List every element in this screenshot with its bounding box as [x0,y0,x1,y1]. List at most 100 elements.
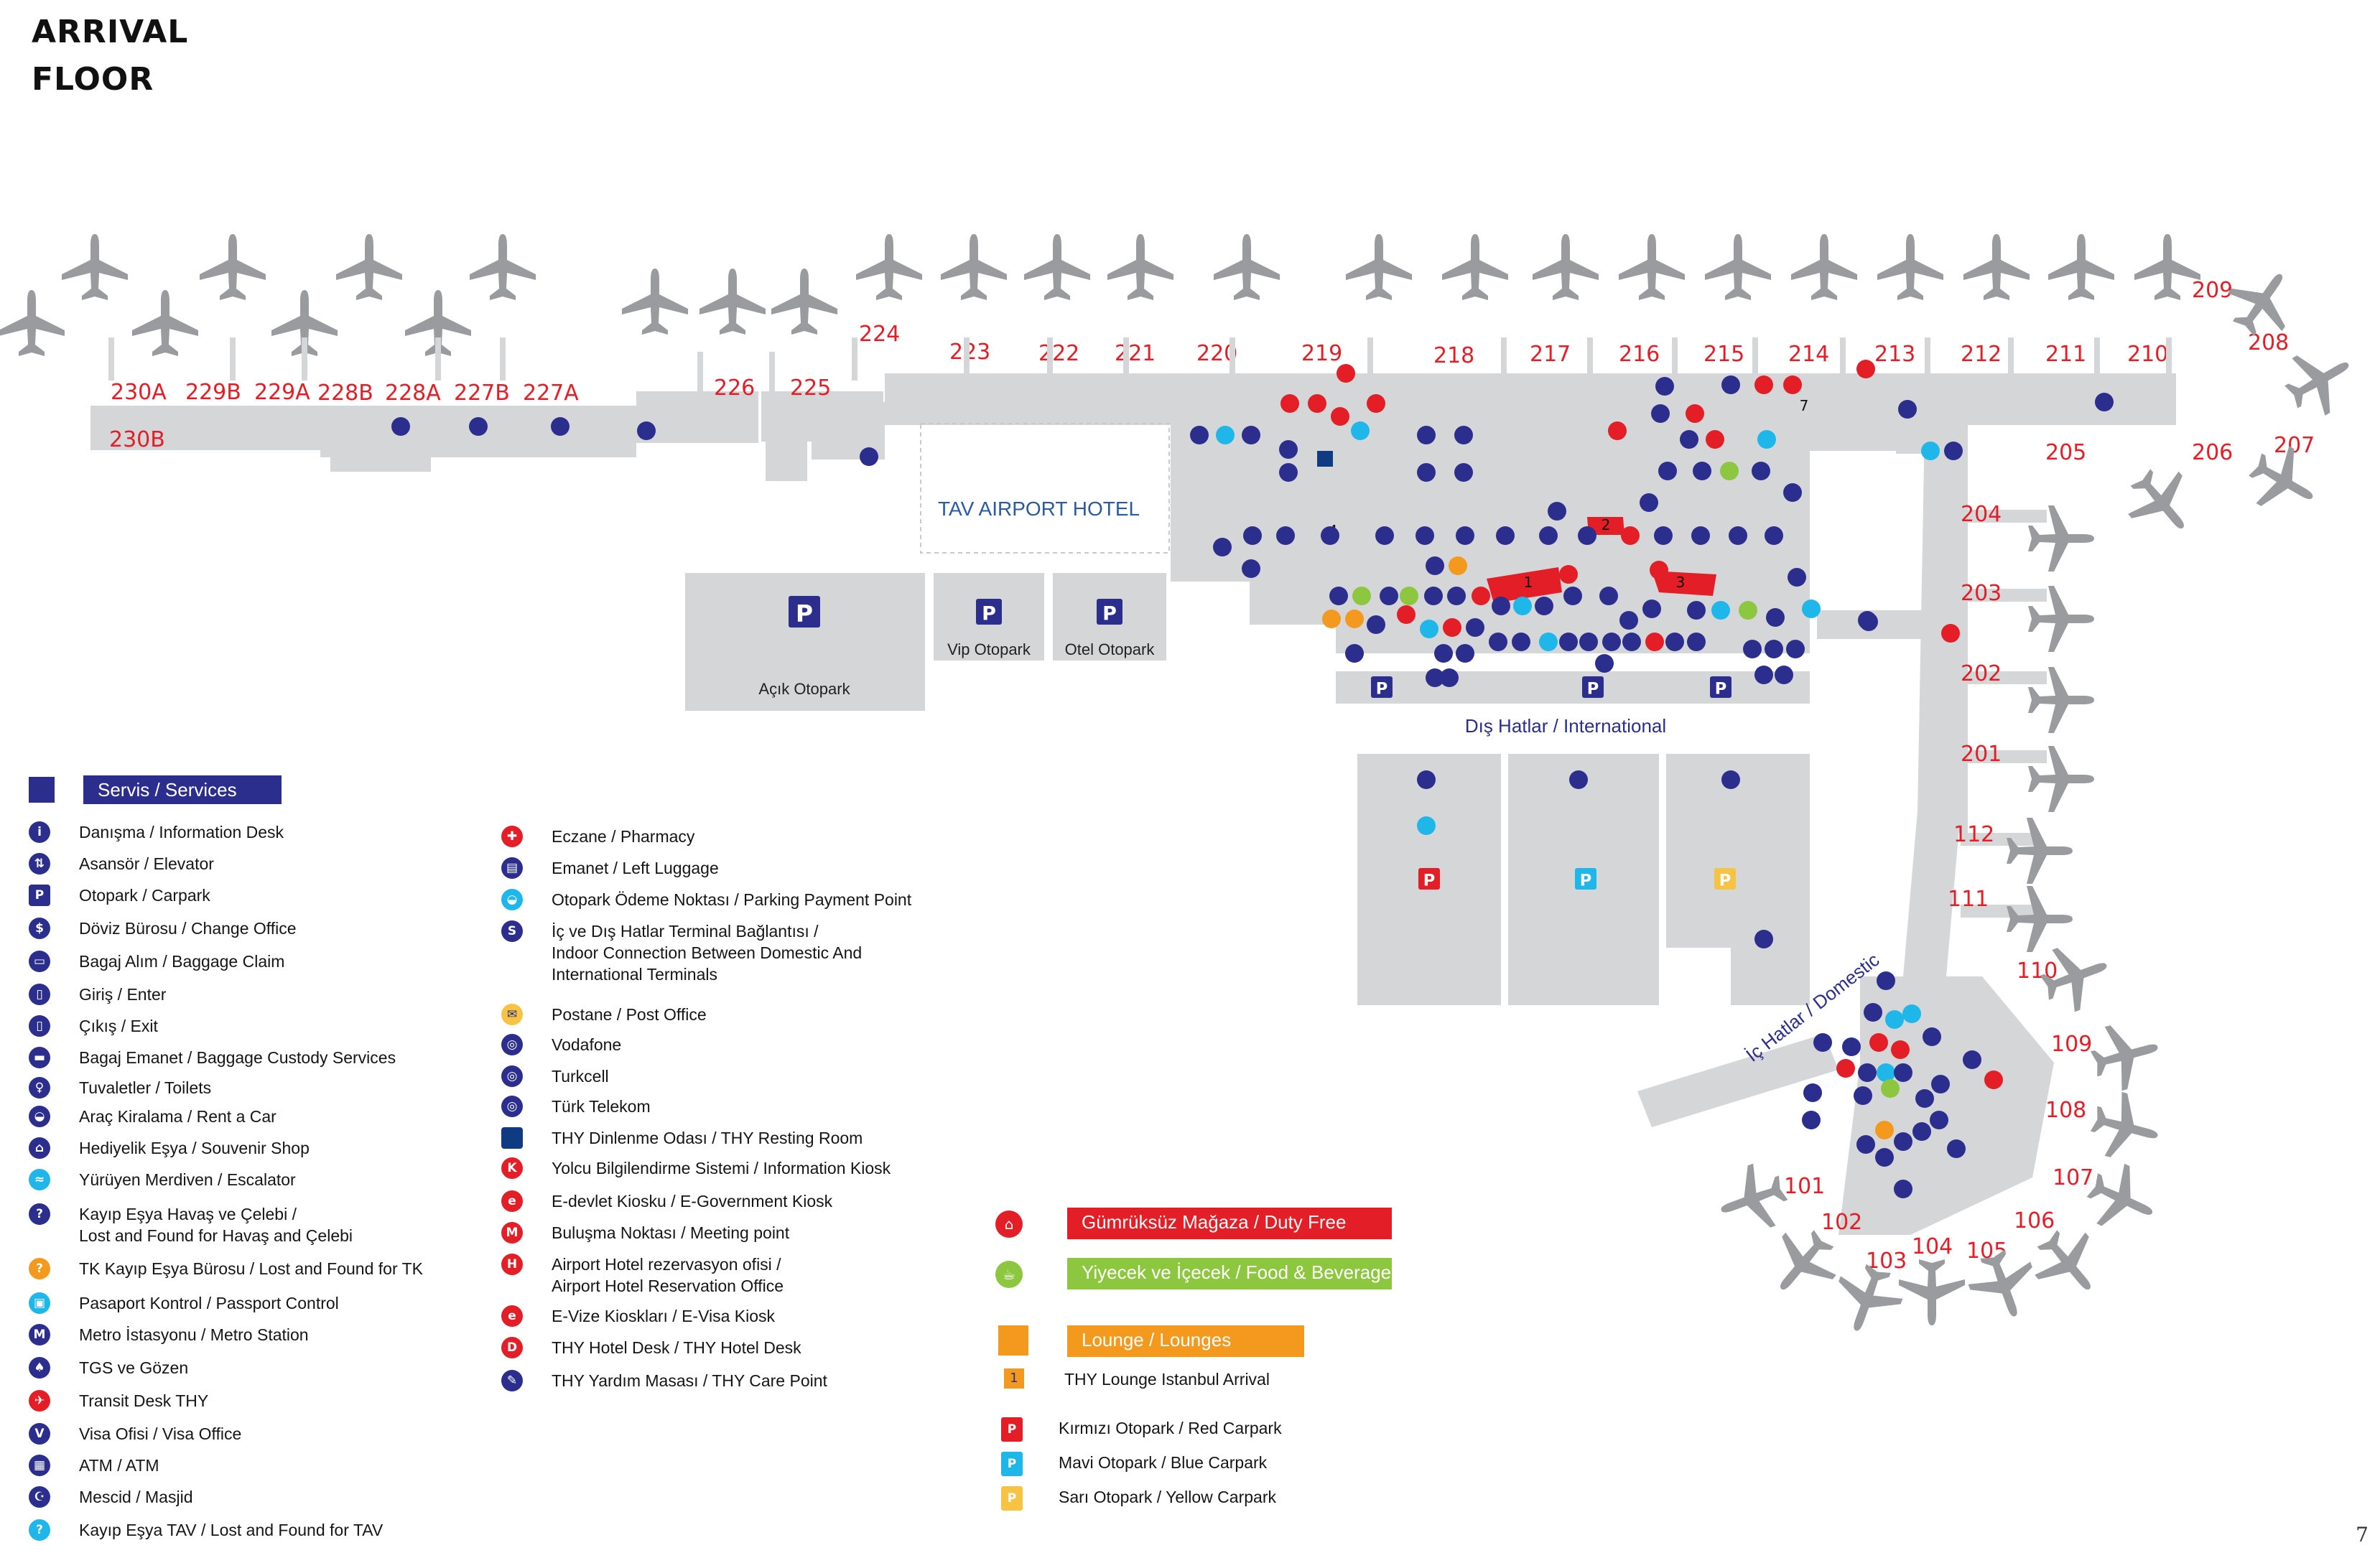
service-icon[interactable] [1869,1033,1888,1052]
service-icon[interactable] [1216,426,1235,444]
service-icon[interactable] [1912,1122,1931,1141]
service-icon[interactable] [1775,666,1793,684]
service-icon[interactable] [1802,1111,1821,1129]
service-icon[interactable] [1417,426,1436,444]
service-icon[interactable] [1881,1079,1900,1098]
service-icon[interactable] [1622,633,1641,651]
service-icon[interactable] [1752,462,1770,480]
service-icon[interactable] [1921,442,1940,460]
service-icon[interactable] [1898,400,1917,419]
service-icon[interactable] [1854,1086,1872,1105]
service-icon[interactable] [469,417,488,436]
service-icon[interactable] [1579,633,1598,651]
service-icon[interactable] [1619,611,1638,630]
service-icon[interactable] [1456,526,1474,545]
service-icon[interactable] [1440,668,1459,687]
service-icon[interactable] [1930,1111,1948,1129]
service-icon[interactable] [1331,407,1349,426]
service-icon[interactable] [1375,526,1394,545]
service-icon[interactable] [1280,394,1299,413]
service-icon[interactable] [1754,930,1773,948]
service-icon[interactable] [1875,1121,1894,1139]
service-icon[interactable] [1443,618,1461,637]
service-icon[interactable] [1963,1050,1981,1069]
service-icon[interactable] [1721,770,1740,789]
service-icons[interactable] [391,360,2114,1198]
service-icon[interactable] [1417,816,1436,835]
service-icon[interactable] [1651,404,1670,423]
parking-marker[interactable]: P [1582,676,1604,699]
service-icon[interactable] [1642,600,1661,618]
service-icon[interactable] [1655,377,1674,396]
service-icon[interactable] [1276,526,1295,545]
service-icon[interactable] [1569,770,1588,789]
service-icon[interactable] [1686,404,1704,423]
service-icon[interactable] [1595,654,1614,673]
service-icon[interactable] [1757,430,1776,449]
service-icon[interactable] [1858,611,1877,630]
service-icon[interactable] [1608,421,1627,440]
service-icon[interactable] [1739,601,1757,620]
service-icon[interactable] [1856,1135,1875,1154]
service-icon[interactable] [1766,608,1785,627]
service-icon[interactable] [1420,620,1438,638]
service-icon[interactable] [1426,556,1444,575]
parking-marker[interactable]: P [1371,676,1393,699]
service-icon[interactable] [1875,1148,1894,1167]
service-icon[interactable] [1426,668,1444,687]
service-icon[interactable] [1513,597,1532,615]
service-icon[interactable] [1856,360,1875,378]
service-icon[interactable] [1665,633,1684,651]
service-icon[interactable] [1466,618,1484,637]
service-icon[interactable] [1687,601,1706,620]
service-icon[interactable] [1367,394,1385,413]
service-icon[interactable] [1640,493,1658,512]
service-icon[interactable] [1891,1040,1910,1059]
service-icon[interactable] [1680,430,1698,449]
service-icon[interactable] [1417,770,1436,789]
service-icon[interactable] [1842,1037,1861,1056]
service-icon[interactable] [1754,375,1773,394]
service-icon[interactable] [1693,462,1711,480]
service-icon[interactable] [1947,1139,1966,1158]
service-icon[interactable] [1786,640,1805,658]
service-icon[interactable] [1654,526,1673,545]
service-icon[interactable] [1706,430,1724,449]
service-icon[interactable] [1352,587,1371,605]
service-icon[interactable] [1539,526,1558,545]
service-icon[interactable] [1489,633,1507,651]
service-icon[interactable] [1877,971,1895,990]
service-icon[interactable] [1894,1063,1912,1082]
service-icon[interactable] [1321,526,1339,545]
parking-marker[interactable]: P [1710,676,1731,699]
service-icon[interactable] [1743,640,1762,658]
service-icon[interactable] [1915,1089,1934,1108]
service-icon[interactable] [637,421,656,440]
parking-marker[interactable]: P [1097,599,1122,625]
service-icon[interactable] [1858,1063,1877,1082]
service-icon[interactable] [1721,375,1740,394]
service-icon[interactable] [391,417,410,436]
service-icon[interactable] [1621,526,1640,545]
service-icon[interactable] [1449,556,1467,575]
service-icon[interactable] [1308,394,1326,413]
service-icon[interactable] [1765,640,1783,658]
service-icon[interactable] [1512,633,1530,651]
service-icon[interactable] [1351,421,1370,440]
service-icon[interactable] [1803,1083,1822,1102]
service-icon[interactable] [1877,1063,1895,1082]
service-icon[interactable] [1279,463,1298,482]
service-icon[interactable] [1447,587,1466,605]
service-icon[interactable] [1559,633,1578,651]
service-icon[interactable] [1322,610,1341,628]
parking-marker[interactable]: P [1418,868,1440,890]
service-icon[interactable] [551,417,570,436]
service-icon[interactable] [1548,502,1566,521]
service-icon[interactable] [1279,440,1298,459]
service-icon[interactable] [1802,600,1821,618]
service-icon[interactable] [1687,633,1706,651]
service-icon[interactable] [1535,597,1553,615]
service-icon[interactable] [1456,644,1474,663]
service-icon[interactable] [1788,568,1806,587]
